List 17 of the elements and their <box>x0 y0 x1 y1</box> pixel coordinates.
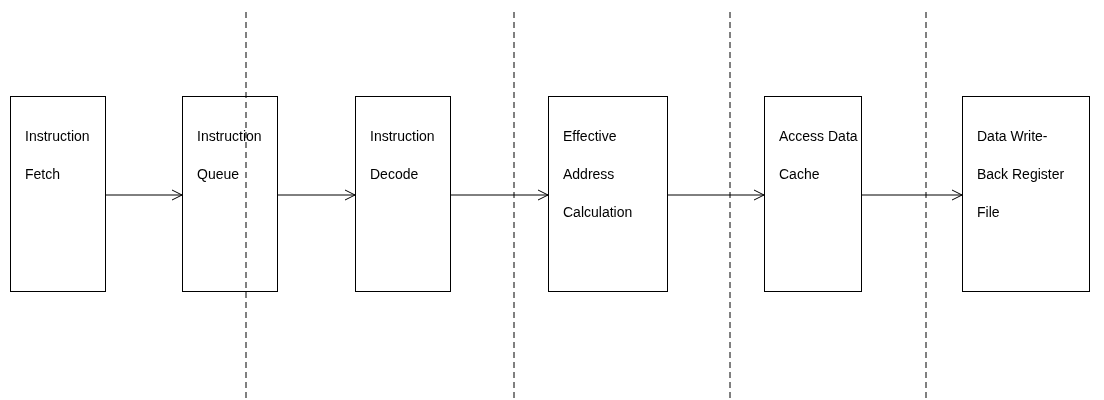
stage-box <box>548 96 668 292</box>
stage-box <box>182 96 278 292</box>
stage-label: Instruction Decode <box>370 127 436 184</box>
stage-box <box>962 96 1090 292</box>
stage-label: Effective Address Calculation <box>563 127 634 222</box>
stage-label: Instruction Queue <box>197 127 263 184</box>
arrow <box>861 189 963 201</box>
arrow <box>105 189 183 201</box>
stage-label: Access Data Cache <box>779 127 859 184</box>
stage-label: Data Write-Back Register File <box>977 127 1066 222</box>
arrow <box>277 189 356 201</box>
stage-box <box>10 96 106 292</box>
arrow <box>667 189 765 201</box>
stage-box <box>355 96 451 292</box>
stage-box <box>764 96 862 292</box>
stage-label: Instruction Fetch <box>25 127 91 184</box>
arrow <box>450 189 549 201</box>
